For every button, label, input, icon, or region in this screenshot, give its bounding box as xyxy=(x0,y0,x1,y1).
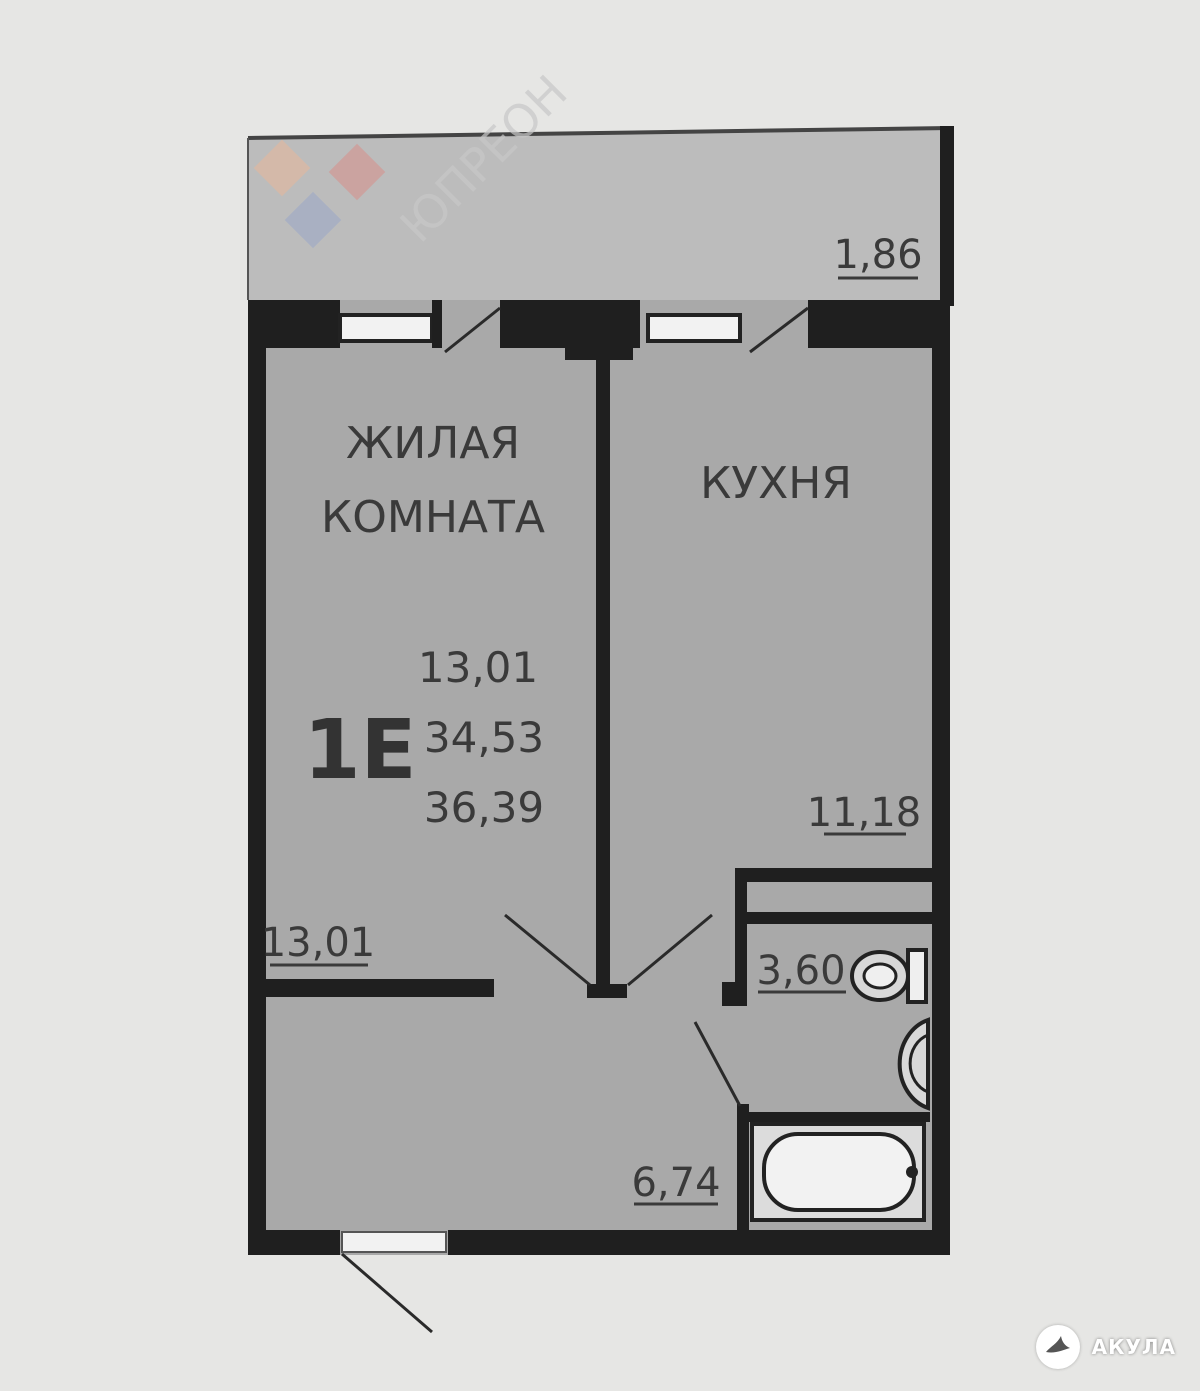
top-wall-seg-4 xyxy=(808,300,950,348)
outer-wall-right xyxy=(932,300,950,1255)
partition-end xyxy=(587,984,627,998)
bathroom-wall-stub xyxy=(722,982,742,1006)
living-room-label-2: КОМНАТА xyxy=(321,492,545,543)
top-wall-seg-1 xyxy=(248,300,340,348)
bathroom-wall-top-inner xyxy=(735,912,935,924)
bathroom-wall-bath-top xyxy=(745,1112,930,1122)
window-living xyxy=(338,313,434,343)
top-wall-column xyxy=(565,300,633,360)
unit-living-area: 13,01 xyxy=(418,643,538,692)
living-room-wall xyxy=(266,979,494,997)
partition-wall xyxy=(596,360,610,988)
balcony-area-label: 1,86 xyxy=(833,232,922,278)
balcony-right-wall xyxy=(940,126,954,306)
outer-wall-bottom-right xyxy=(448,1230,950,1255)
toilet-icon xyxy=(850,948,928,1004)
bathroom-area-label: 3,60 xyxy=(756,948,845,994)
balcony-area xyxy=(248,128,950,300)
door-bathroom xyxy=(693,1021,742,1107)
kitchen-area-label: 11,18 xyxy=(807,790,922,836)
bathtub-icon xyxy=(750,1122,926,1222)
door-living-room xyxy=(504,913,591,987)
bathroom-wall-left-top xyxy=(735,868,747,1006)
bathroom-wall-top xyxy=(735,868,935,882)
kitchen-label: КУХНЯ xyxy=(700,458,852,509)
hallway-area-label: 6,74 xyxy=(631,1160,720,1206)
window-kitchen xyxy=(646,313,742,343)
entrance-door-frame xyxy=(341,1231,447,1253)
door-kitchen xyxy=(627,913,713,987)
balcony-edge-line xyxy=(247,126,951,140)
outer-wall-left xyxy=(248,300,266,1255)
bathroom-wall-left-bottom xyxy=(737,1104,749,1234)
sink-icon xyxy=(897,1017,930,1111)
brand-logo: АКУЛА xyxy=(1035,1325,1176,1369)
balcony-door-living xyxy=(444,306,501,354)
living-room-label-1: ЖИЛАЯ xyxy=(346,418,520,469)
entrance-door xyxy=(341,1252,433,1334)
unit-total-area: 34,53 xyxy=(424,713,544,762)
unit-total-with-balcony: 36,39 xyxy=(424,783,544,832)
brand-text: АКУЛА xyxy=(1091,1335,1176,1359)
living-room-area-label: 13,01 xyxy=(261,920,376,966)
top-wall-seg-2 xyxy=(432,300,442,348)
shark-icon xyxy=(1035,1325,1080,1369)
outer-wall-bottom-left xyxy=(248,1230,340,1255)
balcony-door-kitchen xyxy=(749,306,809,354)
unit-code: 1Е xyxy=(303,703,416,798)
